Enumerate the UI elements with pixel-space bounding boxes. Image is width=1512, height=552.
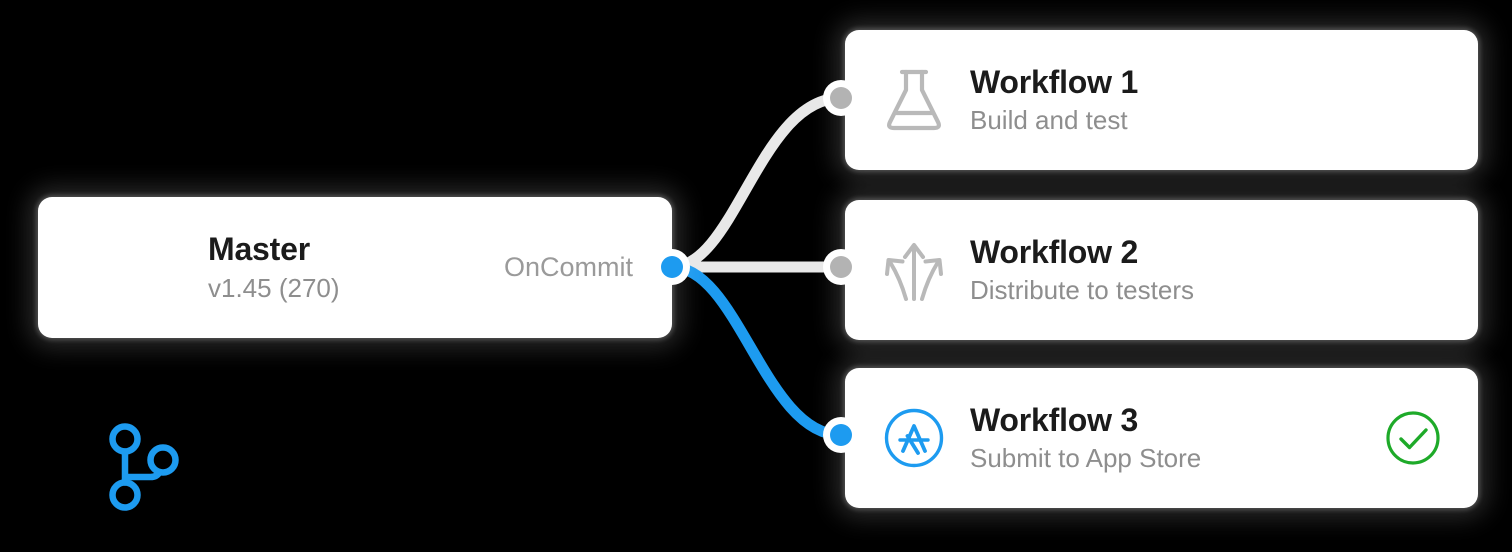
workflow-2-subtitle: Distribute to testers — [970, 275, 1194, 306]
workflow-2-card[interactable]: Workflow 2 Distribute to testers — [845, 200, 1478, 340]
git-branch-icon — [105, 422, 181, 512]
workflow-1-card[interactable]: Workflow 1 Build and test — [845, 30, 1478, 170]
edge-master-to-workflow-1 — [666, 92, 847, 273]
workflow-3-subtitle: Submit to App Store — [970, 443, 1202, 474]
distribute-arrows-icon — [875, 236, 953, 304]
success-check-icon — [1385, 410, 1441, 466]
workflow-2-input-port[interactable] — [823, 249, 859, 285]
workflow-1-title: Workflow 1 — [970, 63, 1139, 100]
workflow-1-subtitle: Build and test — [970, 105, 1128, 136]
flask-icon — [875, 66, 953, 134]
workflow-1-input-port[interactable] — [823, 80, 859, 116]
edge-master-to-workflow-3 — [666, 261, 847, 441]
workflow-2-text: Workflow 2 Distribute to testers — [970, 200, 1194, 340]
workflow-3-input-port[interactable] — [823, 417, 859, 453]
workflow-3-card[interactable]: Workflow 3 Submit to App Store — [845, 368, 1478, 508]
branch-node-text: Master v1.45 (270) — [208, 197, 340, 338]
workflow-3-title: Workflow 3 — [970, 401, 1139, 438]
branch-name: Master — [208, 231, 310, 268]
source-output-port[interactable] — [654, 249, 690, 285]
app-store-icon — [875, 404, 953, 472]
workflow-2-title: Workflow 2 — [970, 233, 1139, 270]
trigger-label: OnCommit — [503, 252, 633, 282]
branch-node-card[interactable]: Master v1.45 (270) OnCommit — [38, 197, 672, 511]
workflow-1-text: Workflow 1 Build and test — [970, 30, 1138, 170]
workflow-3-text: Workflow 3 Submit to App Store — [970, 368, 1201, 508]
branch-version: v1.45 (270) — [208, 272, 340, 303]
